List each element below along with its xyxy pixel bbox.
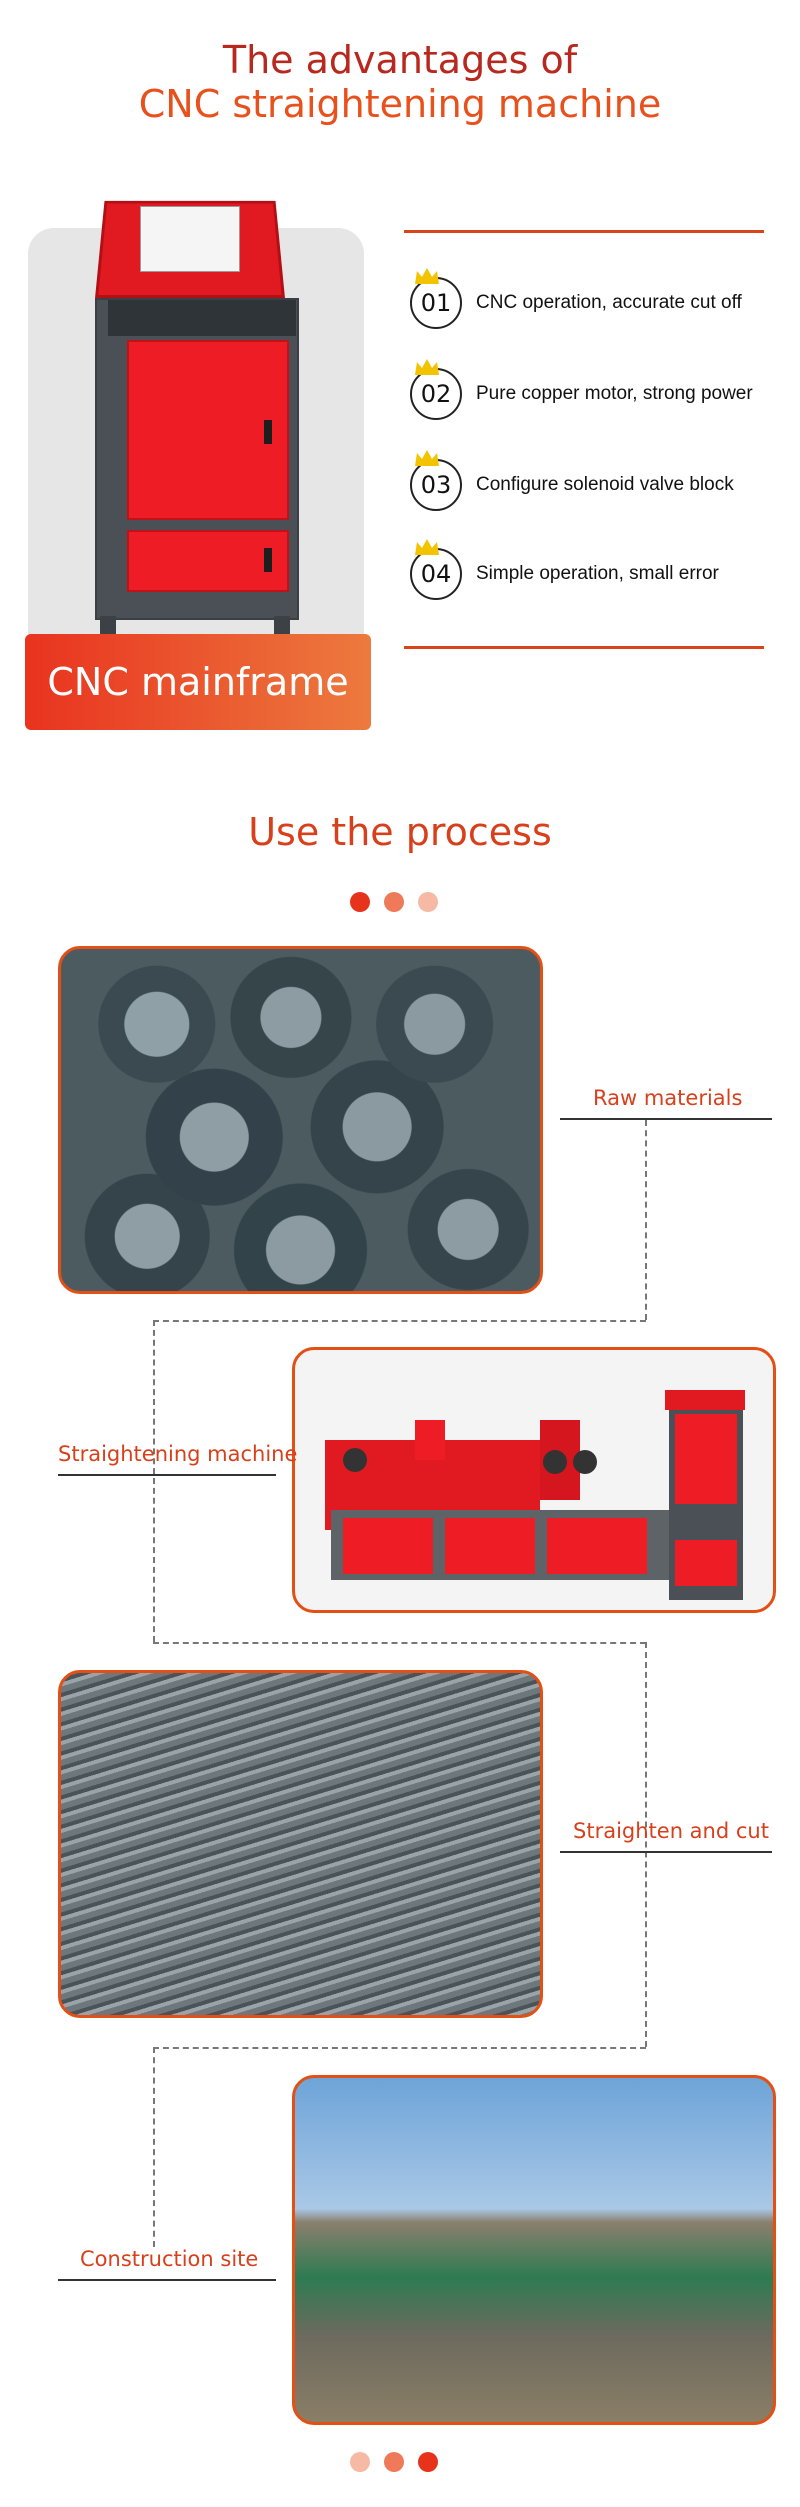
connector-line bbox=[645, 1120, 647, 1320]
crown-icon bbox=[415, 450, 439, 466]
advantage-number: 02 bbox=[420, 380, 452, 408]
number-badge: 02 bbox=[410, 359, 462, 420]
divider-top bbox=[404, 230, 764, 233]
page-title-line2: CNC straightening machine bbox=[138, 82, 662, 126]
step-label-straighten-and-cut: Straighten and cut bbox=[573, 1819, 769, 1843]
advantage-text: Simple operation, small error bbox=[476, 563, 719, 584]
divider-bottom bbox=[404, 646, 764, 649]
advantage-item-3: 03 Configure solenoid valve block bbox=[410, 450, 790, 516]
control-panel bbox=[108, 300, 296, 336]
step-underline bbox=[560, 1851, 772, 1853]
step-underline bbox=[58, 2279, 276, 2281]
instruction-sheet bbox=[140, 206, 240, 272]
dot-indicator bbox=[418, 892, 438, 912]
advantage-number: 03 bbox=[420, 471, 452, 499]
dot-indicator bbox=[384, 892, 404, 912]
door-handle-icon bbox=[264, 548, 272, 572]
construction-site-image bbox=[292, 2075, 776, 2425]
crown-icon bbox=[415, 268, 439, 284]
connector-line bbox=[153, 1320, 155, 1642]
step-label-construction-site: Construction site bbox=[80, 2247, 259, 2271]
connector-line bbox=[153, 1642, 646, 1644]
carousel-dots-bottom bbox=[350, 2452, 438, 2472]
connector-line bbox=[645, 1642, 647, 2047]
cabinet-leg bbox=[274, 616, 290, 636]
advantage-number: 01 bbox=[420, 289, 452, 317]
connector-line bbox=[153, 2047, 646, 2049]
straightening-machine-image bbox=[292, 1347, 776, 1613]
number-badge: 04 bbox=[410, 539, 462, 600]
dot-indicator bbox=[350, 2452, 370, 2472]
advantage-item-2: 02 Pure copper motor, strong power bbox=[410, 359, 790, 425]
number-badge: 01 bbox=[410, 268, 462, 329]
dot-indicator bbox=[384, 2452, 404, 2472]
advantage-item-1: 01 CNC operation, accurate cut off bbox=[410, 268, 790, 334]
step-label-straightening-machine: Straightening machine bbox=[58, 1442, 298, 1466]
mainframe-label: CNC mainframe bbox=[25, 634, 371, 730]
advantage-text: Configure solenoid valve block bbox=[476, 474, 734, 495]
advantage-number: 04 bbox=[420, 560, 452, 588]
raw-materials-image bbox=[58, 946, 543, 1294]
step-underline bbox=[560, 1118, 772, 1120]
connector-line bbox=[153, 2047, 155, 2247]
page-title-line1: The advantages of bbox=[222, 38, 578, 82]
straightening-machine-illustration bbox=[325, 1390, 745, 1600]
cabinet-lower-door bbox=[127, 530, 289, 592]
advantage-text: Pure copper motor, strong power bbox=[476, 383, 753, 404]
step-underline bbox=[58, 1474, 276, 1476]
dot-indicator bbox=[350, 892, 370, 912]
crown-icon bbox=[415, 359, 439, 375]
connector-line bbox=[153, 1320, 646, 1322]
straighten-and-cut-image bbox=[58, 1670, 543, 2018]
number-badge: 03 bbox=[410, 450, 462, 511]
cabinet-upper-door bbox=[127, 340, 289, 520]
crown-icon bbox=[415, 539, 439, 555]
door-handle-icon bbox=[264, 420, 272, 444]
process-title: Use the process bbox=[248, 810, 552, 854]
cabinet-leg bbox=[100, 616, 116, 636]
advantage-text: CNC operation, accurate cut off bbox=[476, 292, 742, 313]
step-label-raw-materials: Raw materials bbox=[593, 1086, 743, 1110]
dot-indicator bbox=[418, 2452, 438, 2472]
advantage-item-4: 04 Simple operation, small error bbox=[410, 539, 790, 605]
carousel-dots-top bbox=[350, 892, 438, 912]
